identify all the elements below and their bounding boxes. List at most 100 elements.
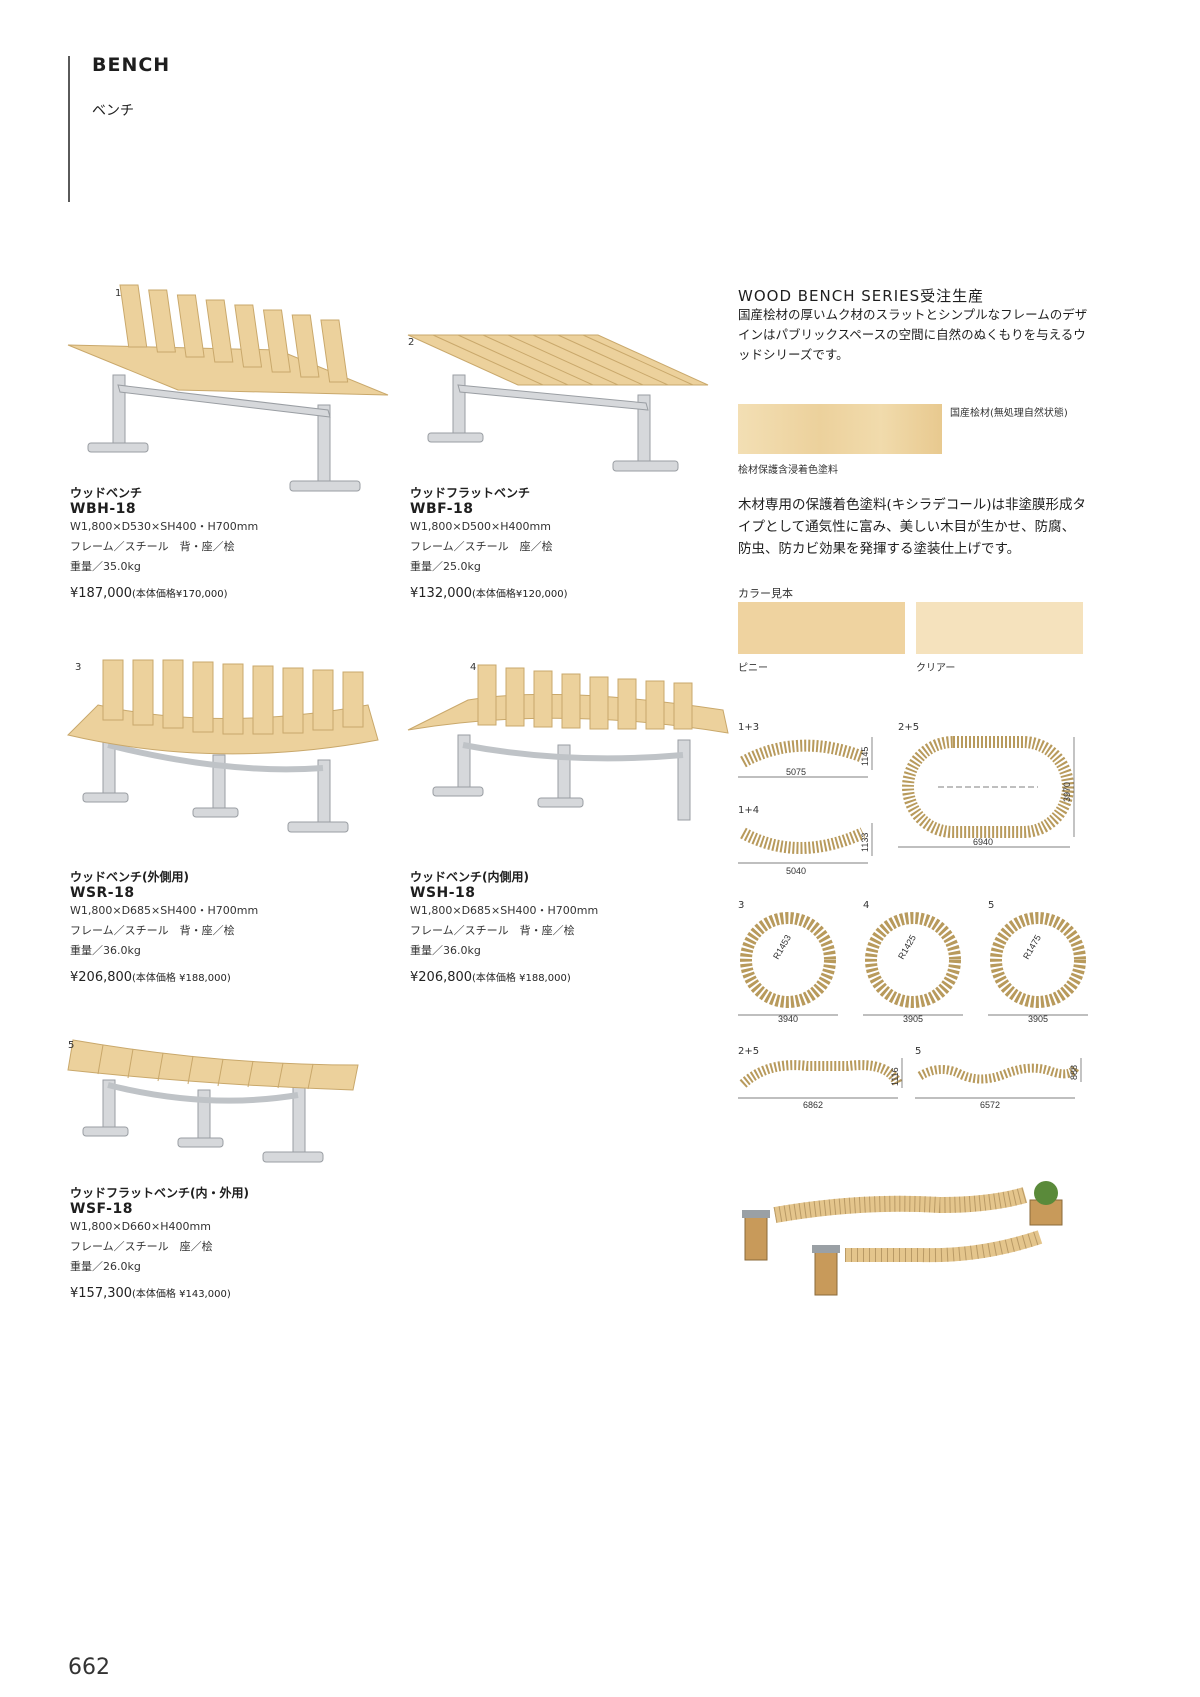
- series-description: 国産桧材の厚いムク材のスラットとシンプルなフレームのデザインはパブリックスペース…: [738, 307, 1088, 362]
- product-code: WSH-18: [410, 885, 476, 901]
- dim-width: 3940: [778, 1014, 798, 1024]
- product-name: ウッドフラットベンチ: [410, 486, 531, 500]
- product-number: 4: [470, 662, 477, 673]
- color-swatch-piny: [738, 602, 905, 654]
- layout-diagram-2-5: 6940 3970: [898, 736, 1075, 848]
- swatch-label-natural: 国産桧材(無処理自然状態): [950, 408, 1068, 419]
- dim-width: 6572: [980, 1100, 1000, 1110]
- price-note: (本体価格 ¥143,000): [132, 1289, 231, 1300]
- diagram-label: 3: [738, 900, 745, 911]
- product-name: ウッドベンチ: [70, 486, 143, 500]
- product-size: W1,800×D660×H400mm: [70, 1220, 211, 1233]
- price-note: (本体価格 ¥188,000): [472, 973, 571, 984]
- dim-width: 3905: [1028, 1014, 1048, 1024]
- bench-image-5: [67, 1039, 359, 1163]
- diagram-label: 5: [915, 1046, 922, 1057]
- dim-height: 1133: [860, 833, 870, 852]
- layout-diagram-1-3: 5075 1145: [738, 737, 873, 778]
- product-size: W1,800×D685×SH400・H700mm: [410, 904, 599, 917]
- color-name-clear: クリアー: [916, 663, 956, 674]
- product-info-5: ウッドフラットベンチ(内・外用) WSF-18 W1,800×D660×H400…: [70, 1184, 370, 1301]
- layout-diagram-wave-2-5: 6862 1116: [738, 1058, 903, 1110]
- product-info-4: ウッドベンチ(内側用) WSH-18 W1,800×D685×SH400・H70…: [410, 868, 710, 985]
- product-material: フレーム／スチール 座／桧: [410, 540, 553, 553]
- product-number: 3: [75, 662, 82, 673]
- product-size: W1,800×D530×SH400・H700mm: [70, 520, 259, 533]
- diagram-label: 1+3: [738, 722, 760, 733]
- diagram-label: 5: [988, 900, 995, 911]
- dim-width: 3905: [903, 1014, 923, 1024]
- price-value: ¥132,000: [410, 586, 473, 601]
- installation-photo: [742, 1181, 1063, 1296]
- diagram-label: 2+5: [898, 722, 920, 733]
- series-title: WOOD BENCH SERIES受注生産: [738, 287, 985, 305]
- dim-radius: R1425: [896, 933, 918, 961]
- layout-diagram-circle-5: 3905 R1475: [988, 912, 1088, 1024]
- diagram-label: 2+5: [738, 1046, 760, 1057]
- product-code: WBH-18: [70, 501, 137, 517]
- product-number: 1: [115, 288, 122, 299]
- page-number: 662: [68, 1655, 110, 1680]
- product-weight: 重量／26.0kg: [70, 1260, 141, 1273]
- price-value: ¥187,000: [70, 586, 133, 601]
- product-code: WBF-18: [410, 501, 474, 517]
- dim-width: 6862: [803, 1100, 823, 1110]
- product-info-3: ウッドベンチ(外側用) WSR-18 W1,800×D685×SH400・H70…: [70, 868, 370, 985]
- dim-height: 1145: [860, 747, 870, 766]
- dim-width: 6940: [973, 837, 993, 847]
- layout-diagram-circle-4: 3905 R1425: [863, 912, 963, 1024]
- product-size: W1,800×D685×SH400・H700mm: [70, 904, 259, 917]
- product-info-2: ウッドフラットベンチ WBF-18 W1,800×D500×H400mm フレー…: [410, 484, 710, 601]
- product-price: ¥206,800(本体価格 ¥188,000): [70, 969, 370, 985]
- dim-height: 888: [1069, 1065, 1079, 1080]
- color-sample-title: カラー見本: [738, 587, 793, 600]
- product-number: 2: [408, 337, 415, 348]
- product-material: フレーム／スチール 背・座／桧: [410, 924, 575, 937]
- product-code: WSR-18: [70, 885, 135, 901]
- coating-description: 木材専用の保護着色塗料(キシラデコール)は非塗膜形成タイプとして通気性に富み、美…: [738, 497, 1087, 557]
- product-weight: 重量／35.0kg: [70, 560, 141, 573]
- product-code: WSF-18: [70, 1201, 133, 1217]
- price-note: (本体価格¥170,000): [132, 589, 228, 600]
- wood-swatch-natural: [738, 404, 942, 454]
- color-name-piny: ピニー: [738, 663, 768, 674]
- dim-height: 1116: [890, 1067, 900, 1086]
- layout-diagram-wave-5: 6572 888: [915, 1058, 1082, 1110]
- product-material: フレーム／スチール 座／桧: [70, 1240, 213, 1253]
- dim-width: 5075: [786, 767, 806, 777]
- color-swatch-clear: [916, 602, 1083, 654]
- product-weight: 重量／36.0kg: [410, 944, 481, 957]
- dim-height: 3970: [1062, 782, 1072, 802]
- diagram-label: 1+4: [738, 805, 760, 816]
- dim-width: 5040: [786, 866, 806, 876]
- price-note: (本体価格 ¥188,000): [132, 973, 231, 984]
- bench-image-3: [67, 659, 379, 833]
- swatch-label-coated: 桧材保護含浸着色塗料: [738, 465, 838, 476]
- product-name: ウッドフラットベンチ(内・外用): [70, 1186, 249, 1200]
- dim-radius: R1475: [1021, 933, 1043, 961]
- product-size: W1,800×D500×H400mm: [410, 520, 551, 533]
- price-value: ¥206,800: [70, 970, 133, 985]
- product-weight: 重量／25.0kg: [410, 560, 481, 573]
- product-weight: 重量／36.0kg: [70, 944, 141, 957]
- product-price: ¥206,800(本体価格 ¥188,000): [410, 969, 710, 985]
- header-rule: [68, 56, 70, 202]
- product-name: ウッドベンチ(外側用): [70, 870, 189, 884]
- product-name: ウッドベンチ(内側用): [410, 870, 529, 884]
- product-material: フレーム／スチール 背・座／桧: [70, 540, 235, 553]
- layout-diagram-1-4: 5040 1133: [738, 823, 873, 876]
- bench-image-2: [407, 334, 709, 472]
- product-material: フレーム／スチール 背・座／桧: [70, 924, 235, 937]
- price-value: ¥157,300: [70, 1286, 133, 1301]
- product-number: 5: [68, 1040, 75, 1051]
- dim-radius: R1453: [771, 933, 793, 961]
- price-value: ¥206,800: [410, 970, 473, 985]
- price-note: (本体価格¥120,000): [472, 589, 568, 600]
- bench-image-4: [407, 664, 729, 821]
- page-title: BENCH: [92, 54, 171, 76]
- page-subtitle: ベンチ: [92, 103, 134, 119]
- product-price: ¥132,000(本体価格¥120,000): [410, 585, 710, 601]
- layout-diagram-circle-3: 3940 R1453: [738, 912, 838, 1024]
- bench-image-1: [67, 284, 389, 492]
- diagram-label: 4: [863, 900, 870, 911]
